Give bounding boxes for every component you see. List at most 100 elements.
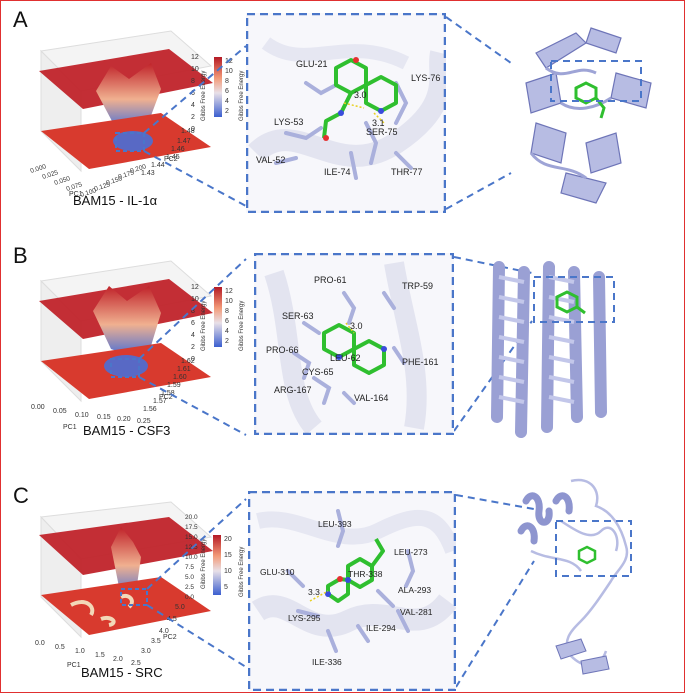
colorbar-tick: 2 (225, 338, 229, 345)
pc1-tick: 0.15 (97, 414, 111, 421)
pc1-tick: 0.5 (55, 644, 65, 651)
pc2-tick: 1.48 (181, 128, 195, 135)
pc1-tick: 2.5 (131, 660, 141, 667)
residue-label: PRO-61 (314, 275, 347, 285)
z-tick: 17.5 (185, 524, 198, 531)
pc2-tick: 1.58 (161, 390, 175, 397)
pc2-tick: 1.62 (181, 358, 195, 365)
residue-label: SER-63 (282, 311, 314, 321)
z-tick: 0.0 (185, 594, 194, 601)
z-tick: 10.0 (185, 554, 198, 561)
pc1-tick: 0.00 (31, 404, 45, 411)
pc2-tick: 1.57 (153, 398, 167, 405)
pc1-tick: 0.075 (65, 181, 83, 193)
colorbar-tick: 8 (225, 308, 229, 315)
pc1-tick: 0.0 (35, 640, 45, 647)
pc2-tick: 1.44 (151, 162, 165, 169)
colorbar-tick: 20 (224, 536, 232, 543)
residue-label: ALA-293 (398, 585, 431, 595)
z-tick: 4 (191, 332, 195, 339)
colorbar-tick: 5 (224, 584, 228, 591)
z-tick: 12 (191, 284, 199, 291)
pc1-tick: 0.10 (75, 412, 89, 419)
zoom-connector (456, 494, 535, 688)
z-tick: 15.0 (185, 534, 198, 541)
colorbar-tick: 4 (225, 328, 229, 335)
colorbar-tick: 6 (225, 318, 229, 325)
pc1-label: PC1 (63, 424, 77, 431)
pc1-tick: 0.025 (41, 169, 59, 181)
protein-structure (491, 261, 615, 438)
pc1-tick: 0.20 (117, 416, 131, 423)
colorbar-tick: 6 (225, 88, 229, 95)
pc2-tick: 1.43 (141, 170, 155, 177)
pc2-tick: 1.59 (167, 382, 181, 389)
residue-label: ILE-336 (312, 657, 342, 667)
z-axis-label: Gibbs Free Energy (201, 539, 207, 589)
protein-structure (517, 478, 632, 675)
pc1-tick: 0.200 (129, 163, 147, 175)
z-tick: 2 (191, 114, 195, 121)
colorbar-label: Gibbs Free Energy (239, 301, 245, 351)
z-tick: 8 (191, 308, 195, 315)
pc2-tick: 1.60 (173, 374, 187, 381)
binding-site-zoom: PRO-61 TRP-59 SER-63 PRO-66 LEU-62 PHE-1… (254, 253, 454, 435)
distance-label: 3.0 (354, 90, 367, 100)
colorbar-tick: 10 (224, 568, 232, 575)
colorbar-tick: 4 (225, 98, 229, 105)
panel-letter: C (13, 483, 29, 508)
pc2-tick: 1.46 (171, 146, 185, 153)
z-tick: 7.5 (185, 564, 194, 571)
colorbar-label: Gibbs Free Energy (239, 547, 245, 597)
panel-caption: BAM15 - SRC (81, 665, 163, 680)
residue-label: VAL-164 (354, 393, 388, 403)
z-tick: 0 (191, 356, 195, 363)
pc1-tick: 0.050 (53, 175, 71, 187)
panel-caption: BAM15 - IL-1α (73, 193, 158, 208)
pc2-tick: 1.61 (177, 366, 191, 373)
z-tick: 4 (191, 102, 195, 109)
pc2-tick: 1.45 (166, 154, 180, 161)
residue-label: PHE-161 (402, 357, 439, 367)
residue-label: TRP-59 (402, 281, 433, 291)
residue-label: ARG-167 (274, 385, 312, 395)
pc1-tick: 0.125 (93, 181, 111, 193)
z-axis-label: Gibbs Free Energy (201, 71, 207, 121)
residue-label: VAL-52 (256, 155, 285, 165)
residue-label: PRO-66 (266, 345, 299, 355)
residue-label: THR-77 (391, 167, 423, 177)
z-tick: 2 (191, 344, 195, 351)
z-tick: 2.5 (185, 584, 194, 591)
z-tick: 10 (191, 296, 199, 303)
panel-letter: A (13, 7, 28, 32)
residue-label: ILE-74 (324, 167, 351, 177)
residue-label: LYS-76 (411, 73, 440, 83)
z-tick: 0 (191, 126, 195, 133)
pc1-tick: 0.100 (79, 187, 97, 199)
colorbar-tick: 12 (225, 288, 233, 295)
residue-label: ILE-294 (366, 623, 396, 633)
pc2-tick: 3.5 (151, 638, 161, 645)
z-tick: 10 (191, 66, 199, 73)
panel-b: B 12 10 8 6 4 2 0 Gibbs Free Energy 1.62… (1, 237, 684, 457)
residue-label: LEU-273 (394, 547, 428, 557)
distance-label: 3.3 (308, 587, 320, 597)
free-energy-landscape-plot: 20.0 17.5 15.0 12.5 10.0 7.5 5.0 2.5 0.0… (35, 498, 247, 669)
z-tick: 12 (191, 54, 199, 61)
z-tick: 5.0 (185, 574, 194, 581)
distance-label: 3.0 (350, 321, 363, 331)
residue-label: LYS-295 (288, 613, 321, 623)
pc2-label: PC2 (159, 394, 173, 401)
residue-label: LEU-62 (330, 353, 361, 363)
residue-label: GLU-21 (296, 59, 328, 69)
pc1-label: PC1 (69, 191, 83, 198)
zoom-connector (446, 16, 512, 210)
pc1-tick: 1.0 (75, 648, 85, 655)
pc1-tick: 0.000 (29, 163, 47, 175)
residue-label: LYS-53 (274, 117, 303, 127)
z-tick: 8 (191, 78, 195, 85)
pc2-tick: 4.0 (159, 628, 169, 635)
pc2-label: PC2 (163, 634, 177, 641)
residue-label: SER-75 (366, 127, 398, 137)
